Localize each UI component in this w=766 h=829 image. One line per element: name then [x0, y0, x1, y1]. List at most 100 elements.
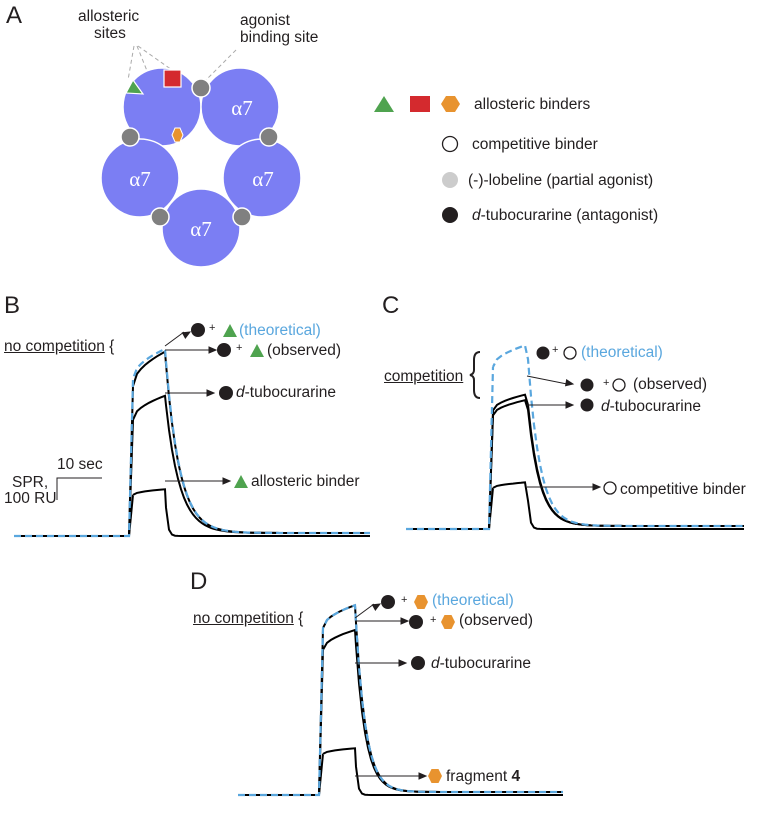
d-theoretical-label: (theoretical) [432, 592, 514, 609]
d-binder-label: fragment 4 [446, 768, 520, 785]
brace-symbol: { [109, 338, 115, 355]
arrow-head [592, 483, 602, 491]
c-dtc-label: d-tubocurarine [601, 398, 701, 415]
b-binder-label: allosteric binder [251, 473, 360, 490]
agonist-site-label-1: agonist [240, 12, 290, 29]
arrow-head [398, 659, 408, 667]
scale-bar [56, 477, 102, 500]
dtc-text: -tubocurarine [244, 384, 336, 401]
c-observed-label: (observed) [633, 376, 708, 393]
arrow-head [418, 772, 428, 780]
subunit-label: α7 [190, 217, 212, 241]
scale-y-label-1: SPR, [12, 474, 49, 491]
agonist-site-icon [150, 207, 170, 227]
plus-sign: + [430, 614, 437, 626]
panel-a-letter: A [6, 2, 23, 29]
antagonist-icon [580, 378, 594, 392]
allosteric-sites-label-1: allosteric [78, 8, 140, 25]
agonist-site-icon [232, 207, 252, 227]
b-observed-label: (observed) [267, 342, 342, 359]
triangle-icon [125, 78, 145, 95]
legend-lobeline-icon [442, 172, 458, 188]
arrow-head [181, 331, 192, 339]
b-dtc-label: d-tubocurarine [236, 384, 336, 401]
d-dtc-label: d-tubocurarine [431, 655, 531, 672]
competitive-binder-icon [603, 481, 617, 495]
plus-sign: + [401, 594, 408, 606]
legend-triangle-icon [374, 96, 394, 112]
antagonist-icon [219, 386, 233, 400]
legend-open-circle-icon [441, 135, 459, 153]
legend-competitive-label: competitive binder [472, 136, 598, 153]
panel-d-letter: D [190, 568, 208, 595]
panel-b-letter: B [4, 292, 21, 319]
sensorgram-trace [14, 350, 370, 537]
sensorgram-trace [238, 603, 563, 797]
square-icon [163, 69, 182, 88]
antagonist-icon [409, 615, 423, 629]
no-competition-label-b: no competition { [4, 338, 114, 355]
legend-antagonist-text: -tubocurarine (antagonist) [480, 207, 659, 224]
competitive-binder-icon [612, 378, 626, 392]
sensorgram-trace [406, 399, 744, 530]
plus-sign: + [236, 342, 243, 354]
italic-d: d [431, 655, 440, 672]
arrow-head [400, 617, 410, 625]
agonist-site-icon [259, 127, 279, 147]
c-theoretical-label: (theoretical) [581, 344, 663, 361]
sensorgram-trace [238, 603, 563, 796]
allosteric-binder-icon [234, 475, 248, 488]
competition-label: competition [384, 368, 464, 385]
panel-c-letter: C [382, 292, 400, 319]
no-competition-text: no competition [4, 338, 105, 355]
leader-line-agonist [205, 49, 237, 81]
legend-antagonist-icon [442, 207, 458, 223]
arrow-head [208, 346, 218, 354]
arrow-head [371, 603, 382, 611]
leader-line-hexagon [136, 45, 167, 119]
subunit-bottom [161, 188, 241, 268]
antagonist-icon [580, 398, 594, 412]
plus-sign: + [552, 344, 559, 356]
agonist-site-label-2: binding site [240, 29, 319, 46]
legend-square-icon [410, 96, 430, 112]
fragment-number: 4 [511, 768, 521, 785]
d-observed-label: (observed) [459, 612, 534, 629]
subunit-label: α7 [129, 167, 151, 191]
subunit-right [222, 138, 302, 218]
subunit-label: α7 [231, 96, 253, 120]
agonist-site-icon [191, 78, 211, 98]
scale-time-label: 10 sec [57, 456, 103, 473]
arrow-head [564, 379, 575, 387]
allosteric-binder-icon [250, 344, 264, 357]
plus-sign: + [209, 322, 216, 334]
italic-d: d [236, 384, 245, 401]
competition-brace [469, 351, 481, 399]
fragment-text: fragment [446, 768, 512, 785]
antagonist-icon [536, 346, 550, 360]
annotation-arrow [164, 331, 185, 347]
subunit-left [100, 138, 180, 218]
antagonist-icon [217, 343, 231, 357]
legend-hexagon-icon [441, 96, 460, 112]
dtc-text: -tubocurarine [439, 655, 531, 672]
leader-line-triangle [127, 45, 135, 81]
subunit-top-left [122, 67, 202, 147]
legend-antagonist-label: d-tubocurarine (antagonist) [472, 207, 658, 224]
allosteric-binder-icon [223, 324, 237, 337]
leader-line-square [137, 45, 173, 71]
no-competition-label-d: no competition { [193, 610, 303, 627]
sensorgram-trace [14, 347, 370, 538]
plus-sign: + [603, 377, 610, 389]
allosteric-sites-label-2: sites [94, 25, 126, 42]
legend-lobeline-label: (-)-lobeline (partial agonist) [468, 172, 654, 189]
antagonist-icon [191, 323, 205, 337]
annotation-arrow [526, 375, 568, 385]
fragment-icon [414, 595, 428, 609]
arrow-head [565, 401, 575, 409]
legend-allosteric-label: allosteric binders [474, 96, 591, 113]
annotation-arrow [354, 603, 375, 619]
antagonist-icon [381, 595, 395, 609]
subunit-label: α7 [252, 167, 274, 191]
no-competition-text: no competition [193, 610, 294, 627]
